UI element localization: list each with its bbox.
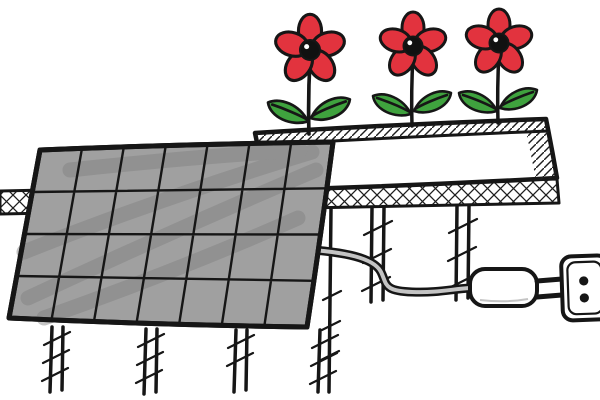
solar-panel-grid <box>15 141 328 327</box>
planter-side-hatch <box>524 119 557 180</box>
panel-leg-hatch-marks <box>40 330 340 386</box>
power-plug <box>468 267 565 308</box>
power-outlet <box>559 253 600 323</box>
outlet-plate <box>559 253 600 323</box>
flower-1 <box>266 12 352 136</box>
flower-2 <box>371 10 453 128</box>
flower-3 <box>457 7 539 125</box>
outlet-hole-top <box>579 276 589 286</box>
solar-panel <box>6 139 336 330</box>
outlet-plate-inner <box>566 260 600 316</box>
table-leg-lines <box>327 204 471 394</box>
panel-support-legs <box>40 325 340 396</box>
planter-top-hatch <box>255 119 548 145</box>
power-cord <box>295 244 475 297</box>
solar-panel-outline <box>6 139 336 330</box>
solar-panel-shading <box>16 142 324 326</box>
outlet-hole-bottom <box>579 293 589 303</box>
panel-leg-lines <box>48 325 322 396</box>
plug-prongs <box>534 276 565 300</box>
cord-inner <box>298 247 472 295</box>
plug-body-shade <box>479 298 529 303</box>
plug-body <box>468 267 539 308</box>
table-legs <box>319 204 479 394</box>
